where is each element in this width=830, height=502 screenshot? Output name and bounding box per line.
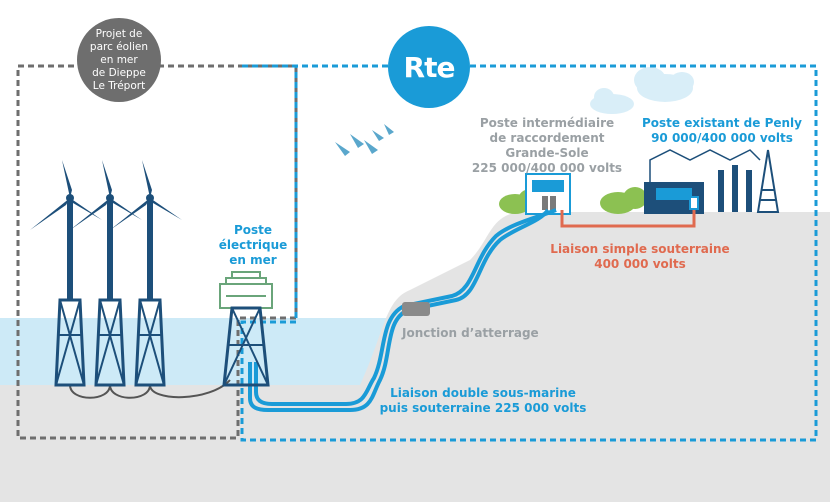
double-cable — [248, 208, 557, 412]
penly-substation — [644, 149, 780, 214]
birds-icon — [335, 124, 394, 156]
bush-right — [600, 187, 647, 214]
rte-logo: Rte — [388, 26, 470, 108]
cloud-right — [634, 67, 694, 102]
intermediate-substation-label: Poste intermédiaire de raccordement Gran… — [471, 116, 623, 175]
single-link-label: Liaison simple souterraine 400 000 volts — [550, 242, 730, 271]
intermediate-substation-building — [525, 173, 571, 215]
wind-turbine-1 — [30, 160, 102, 387]
offshore-substation-label: Poste électrique en mer — [218, 223, 288, 267]
single-cable — [560, 210, 696, 228]
landing-junction-label: Jonction d’atterrage — [402, 326, 539, 340]
rte-boundary — [240, 64, 818, 442]
cloud-left — [590, 88, 634, 114]
array-cable — [69, 379, 231, 399]
seabed-land — [0, 212, 830, 502]
offshore-substation — [219, 271, 273, 387]
wind-turbine-2 — [70, 160, 142, 387]
double-link-label: Liaison double sous-marine puis souterra… — [379, 386, 587, 415]
project-bubble: Projet de parc éolien en mer de Dieppe L… — [77, 18, 161, 102]
existing-substation-label: Poste existant de Penly 90 000/400 000 v… — [642, 116, 802, 145]
wind-turbine-3 — [110, 160, 182, 387]
landing-junction-box — [402, 302, 430, 316]
